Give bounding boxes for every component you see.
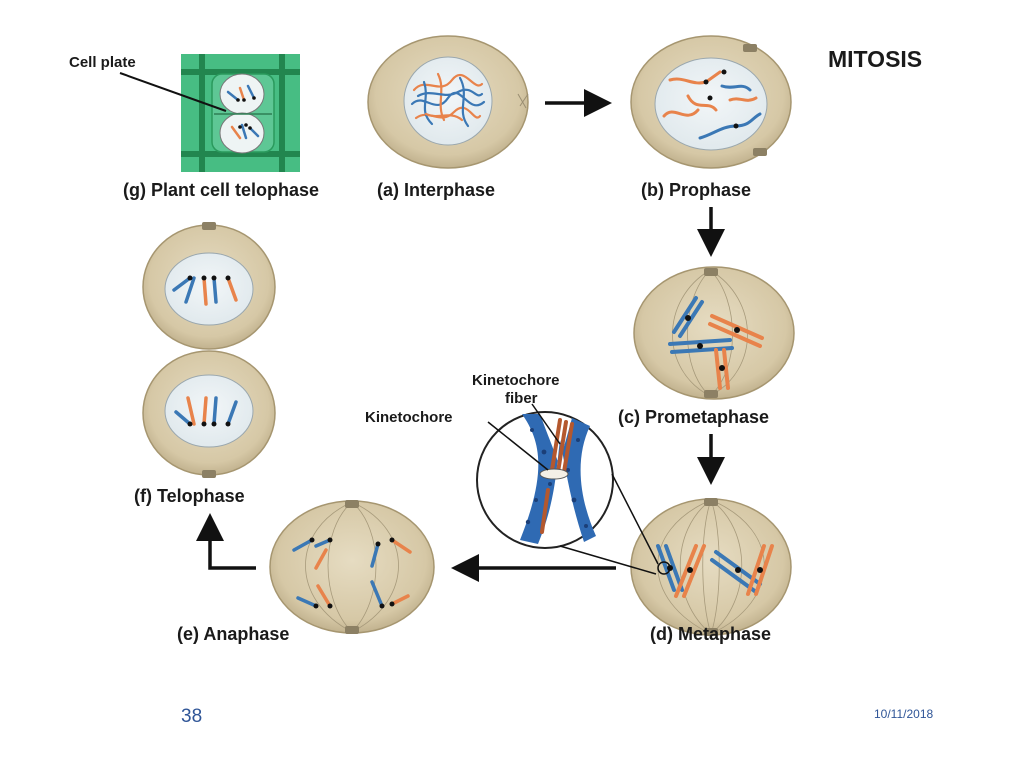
- plant-cell-telophase: [181, 54, 300, 172]
- kinetochore-fiber-label-line1: Kinetochore: [472, 372, 560, 389]
- diagram-title: MITOSIS: [828, 46, 922, 72]
- telophase-cell: [142, 222, 276, 478]
- stage-g-label: (g) Plant cell telophase: [123, 180, 319, 200]
- stage-f-label: (f) Telophase: [134, 486, 245, 506]
- kinetochore-inset: [476, 411, 614, 549]
- kinetochore-highlight-circle: [657, 561, 671, 575]
- anaphase-cell: [269, 500, 435, 634]
- inset-connector-bottom: [559, 545, 657, 575]
- interphase-cell: [367, 35, 529, 169]
- stage-e-label: (e) Anaphase: [177, 624, 289, 644]
- stage-d-label: (d) Metaphase: [650, 624, 771, 644]
- kinetochore-leader-line: [487, 421, 549, 471]
- kinetochore-fiber-leader-line: [531, 403, 561, 445]
- prophase-cell: [630, 35, 792, 169]
- cell-plate-leader-line: [119, 72, 227, 112]
- slide-date: 10/11/2018: [874, 707, 934, 721]
- inset-connector-top: [611, 473, 659, 565]
- kinetochore-label: Kinetochore: [365, 409, 453, 426]
- stage-b-label: (b) Prophase: [641, 180, 751, 200]
- cell-plate-label: Cell plate: [69, 54, 136, 71]
- kinetochore-plate: [539, 468, 569, 480]
- metaphase-cell: [630, 498, 792, 636]
- stage-c-label: (c) Prometaphase: [618, 407, 769, 427]
- slide-number: 38: [181, 706, 203, 727]
- kinetochore-fiber-label-line2: fiber: [505, 390, 538, 407]
- stage-a-label: (a) Interphase: [377, 180, 495, 200]
- arrow-e-to-f: [196, 513, 256, 570]
- prometaphase-cell: [633, 266, 795, 400]
